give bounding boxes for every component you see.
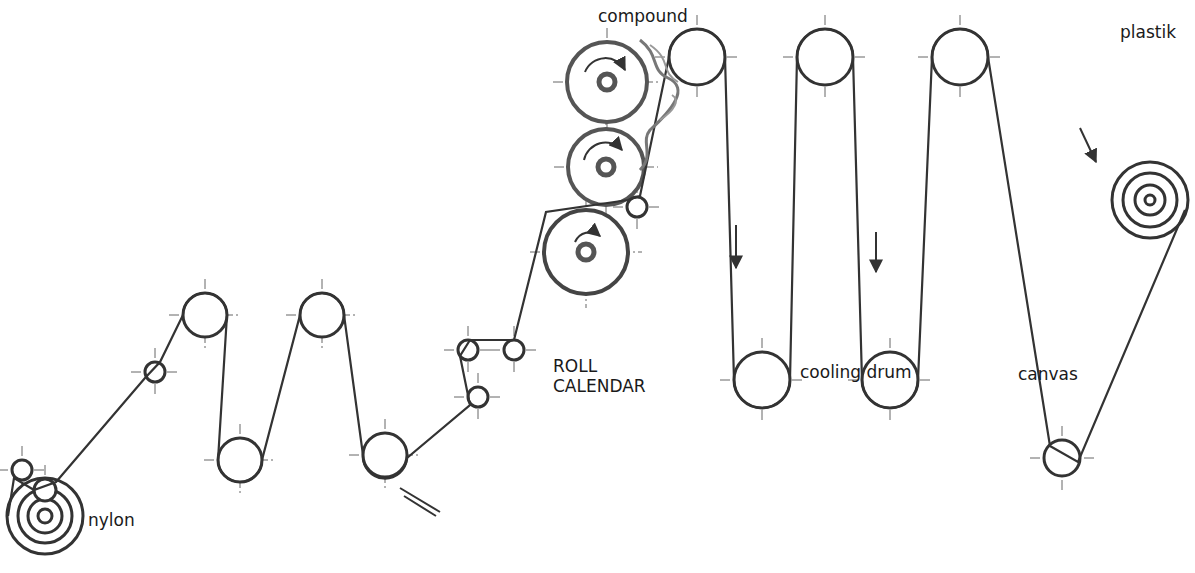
- roller: [504, 340, 524, 360]
- nylon-roll: [7, 478, 83, 554]
- machine-label: ROLL CALENDAR: [553, 356, 653, 397]
- roller: [544, 210, 628, 294]
- material-label: compound: [598, 6, 688, 26]
- roller: [363, 433, 407, 477]
- roller: [567, 42, 647, 122]
- part-label: cooling drum: [800, 362, 912, 382]
- roller: [145, 362, 165, 382]
- roll-bearing-circles: [578, 74, 615, 260]
- web-path: [8, 29, 1185, 516]
- material-label: plastik: [1120, 22, 1176, 42]
- calender-rotation-arrows: [575, 58, 625, 242]
- web-direction-mark: [400, 488, 440, 516]
- roller: [468, 387, 488, 407]
- plastik-roll: [1112, 162, 1188, 238]
- roller: [568, 129, 644, 205]
- compound-feed: [640, 40, 678, 170]
- compound-feed: [650, 45, 678, 120]
- roller: [12, 460, 32, 480]
- direction-arrow: [736, 128, 1096, 272]
- material-label: nylon: [88, 510, 135, 530]
- part-label: canvas: [1018, 364, 1078, 384]
